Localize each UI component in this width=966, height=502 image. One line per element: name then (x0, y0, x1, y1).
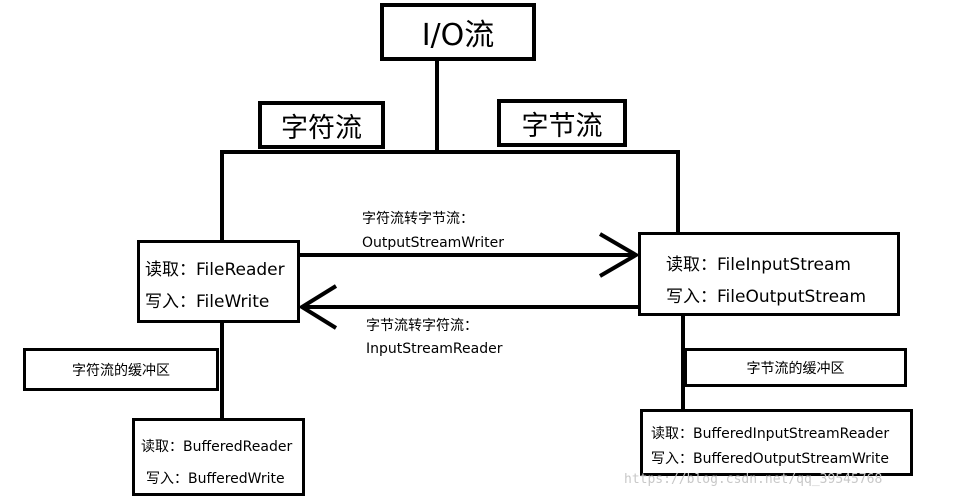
char-stream-title-text: 字符流 (281, 112, 362, 144)
char-to-byte-class: OutputStreamWriter (362, 235, 505, 251)
watermark: https://blog.csdn.net/qq_39545768 (624, 472, 883, 487)
char-stream-node: 读取：FileReader 写入：FileWrite (137, 240, 300, 323)
byte-to-char-arrowhead (298, 284, 338, 330)
io-stream-title: I/O流 (380, 3, 536, 61)
byte-write-text: 写入：FileOutputStream (666, 287, 867, 307)
char-read-text: 读取：FileReader (145, 260, 285, 280)
char-to-byte-arrowhead (598, 232, 640, 278)
byte-to-char-class: InputStreamReader (366, 341, 503, 357)
byte-stream-title: 字节流 (497, 99, 627, 147)
byte-read-text: 读取：FileInputStream (666, 255, 851, 275)
char-buffer-box: 字符流的缓冲区 (23, 348, 219, 391)
char-to-byte-title: 字符流转字节流： (362, 211, 474, 227)
char-buffered-node: 读取：BufferedReader 写入：BufferedWrite (132, 418, 305, 496)
byte-buffered-read-text: 读取：BufferedInputStreamReader (651, 426, 890, 442)
byte-to-char-title: 字节流转字符流： (366, 318, 478, 334)
frame-line (220, 150, 680, 241)
byte-buffered-write-text: 写入：BufferedOutputStreamWrite (651, 451, 889, 467)
char-buffer-label: 字符流的缓冲区 (72, 362, 170, 379)
char-buffered-write-text: 写入：BufferedWrite (146, 471, 285, 487)
char-write-text: 写入：FileWrite (145, 292, 270, 312)
byte-stream-node: 读取：FileInputStream 写入：FileOutputStream (638, 232, 900, 316)
char-stream-title: 字符流 (258, 101, 385, 149)
byte-buffered-node: 读取：BufferedInputStreamReader 写入：Buffered… (640, 409, 913, 476)
byte-buffer-label: 字节流的缓冲区 (746, 360, 845, 377)
io-stream-title-text: I/O流 (421, 18, 495, 53)
byte-stream-title-text: 字节流 (521, 110, 603, 142)
char-buffered-read-text: 读取：BufferedReader (141, 439, 293, 455)
byte-buffer-box: 字节流的缓冲区 (684, 348, 907, 387)
